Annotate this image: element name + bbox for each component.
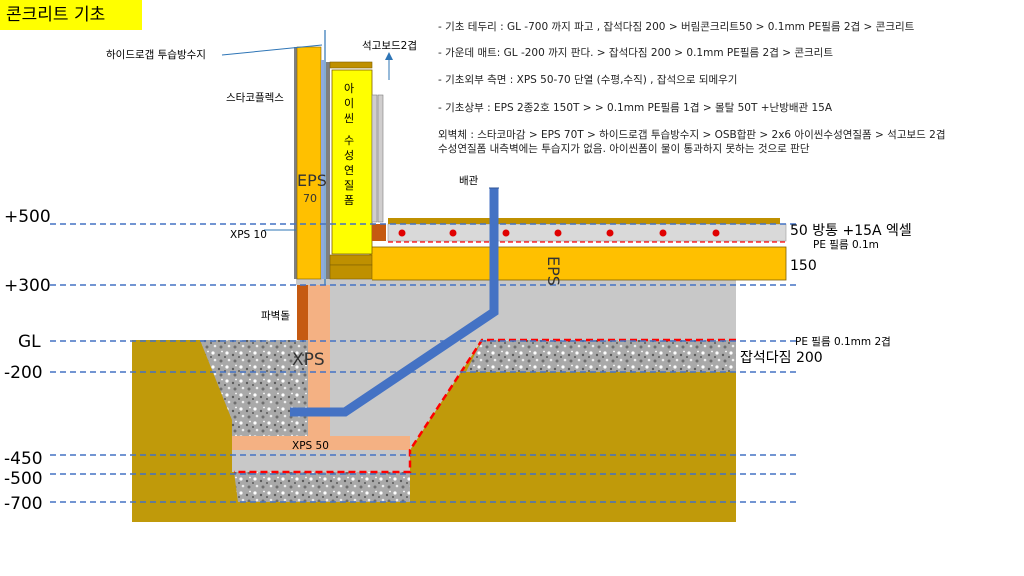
- heating-pipe-dots: [398, 229, 720, 237]
- center-gravel: [466, 340, 736, 372]
- wall-eps: [296, 46, 322, 280]
- label-pabyeokdol: 파벽돌: [261, 310, 290, 322]
- label-softfoam-3: 연: [344, 164, 354, 177]
- note-exterior-side: - 기초외부 측면 : XPS 50-70 단열 (수평,수직) , 잡석으로 …: [438, 74, 738, 86]
- note-center-mat: - 가운데 매트: GL -200 까지 판다. > 잡석다짐 200 > 0.…: [438, 47, 833, 59]
- heating-mortar: [387, 223, 787, 242]
- label-eps-wall: EPS: [297, 171, 327, 190]
- slab-eps: [369, 246, 787, 281]
- floor-finish: [388, 218, 780, 224]
- level-minus700: -700: [4, 494, 43, 514]
- pe-film-boundary: [234, 338, 736, 474]
- bottom-plate-2: [329, 264, 373, 280]
- osb-board: [326, 62, 330, 279]
- label-stuccoflex: 스타코플렉스: [226, 92, 284, 104]
- level-gl: GL: [18, 332, 41, 352]
- label-xps-big: XPS: [292, 350, 325, 370]
- label-icynene-2: 이: [344, 97, 354, 110]
- label-gypsum: 석고보드2겹: [362, 40, 417, 52]
- brick-veneer: [297, 285, 308, 340]
- label-xps10: XPS 10: [230, 229, 267, 241]
- bottom-plate-1: [329, 254, 373, 266]
- label-slab-thickness: 150: [790, 258, 817, 274]
- baseboard: [372, 224, 386, 241]
- note-footing-edge: - 기초 테두리 : GL -700 까지 파고 , 잡석다짐 200 > 버림…: [438, 21, 915, 33]
- footing-band: [232, 450, 410, 472]
- level-minus450: -450: [4, 449, 43, 469]
- level-minus500: -500: [4, 469, 43, 489]
- drain-pipe: [290, 188, 499, 417]
- label-slab-eps: EPS: [544, 256, 563, 286]
- label-softfoam-2: 성: [344, 149, 354, 162]
- outer-backfill-gravel: [200, 340, 308, 436]
- gypsum-arrowhead: [385, 52, 393, 60]
- label-eps-wall-num: 70: [303, 192, 317, 205]
- level-plus300: +300: [4, 276, 51, 296]
- level-minus200: -200: [4, 363, 43, 383]
- footing-gravel: [234, 472, 410, 502]
- label-icynene-1: 아: [344, 82, 354, 95]
- wall-sill: [296, 279, 372, 285]
- stucco-finish: [294, 47, 297, 279]
- note-foam-wall: 수성연질폼 내측벽에는 투습지가 없음. 아이씬폼이 물이 통과하지 못하는 것…: [438, 143, 810, 155]
- label-pe-film2: PE 필름 0.1mm 2겹: [795, 336, 891, 348]
- note-exterior-wall: 외벽체 : 스타코마감 > EPS 70T > 하이드로갭 투습방수지 > OS…: [438, 129, 946, 141]
- note-top-slab: - 기초상부 : EPS 2종2호 150T > > 0.1mm PE필름 1겹…: [438, 102, 833, 114]
- label-pe-film: PE 필름 0.1m: [813, 239, 879, 251]
- page-title: 콘크리트 기초: [0, 0, 142, 30]
- label-pipe: 배관: [459, 175, 479, 187]
- label-xps50: XPS 50: [292, 440, 329, 452]
- label-heating: 50 방통 +15A 엑셀: [790, 223, 912, 239]
- leader-lines: [221, 44, 323, 231]
- gypsum-board-1: [371, 94, 378, 223]
- label-softfoam-4: 질: [344, 179, 354, 192]
- gypsum-board-2: [377, 94, 384, 223]
- wall-xps10: [321, 60, 324, 279]
- label-gravel: 잡석다짐 200: [740, 350, 823, 366]
- top-plate: [329, 61, 373, 69]
- level-lines: [50, 223, 800, 503]
- label-softfoam-1: 수: [344, 134, 354, 147]
- label-softfoam-5: 폼: [344, 194, 354, 207]
- label-icynene-3: 씬: [344, 112, 354, 125]
- level-plus500: +500: [4, 207, 51, 227]
- label-hydrogap: 하이드로갭 투습방수지: [106, 48, 206, 61]
- concrete-fill: [330, 280, 736, 472]
